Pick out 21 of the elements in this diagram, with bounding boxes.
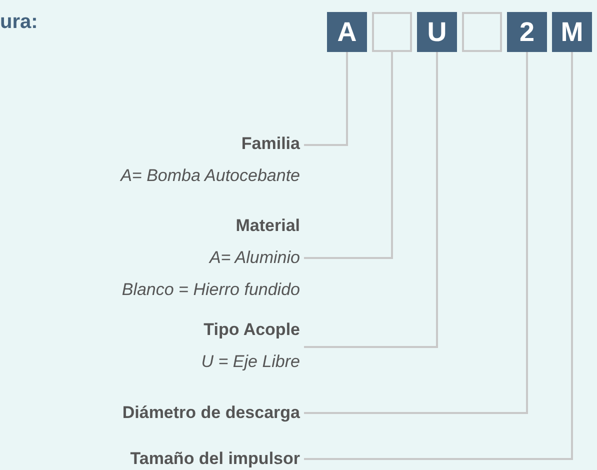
code-meaning: A= Bomba Autocebante — [120, 165, 300, 187]
leader-line — [304, 52, 528, 414]
code-letter-box: 2 — [507, 12, 547, 52]
leader-line — [304, 52, 393, 259]
code-letter-box: A — [327, 12, 367, 52]
heading: ura: — [0, 10, 38, 34]
leader-line — [304, 52, 348, 146]
leader-line — [304, 52, 438, 348]
code-meaning: U = Eje Libre — [201, 351, 300, 373]
leader-line — [304, 52, 573, 460]
blank-code-box — [462, 12, 502, 52]
field-name: Material — [234, 215, 300, 237]
code-letter-box: M — [552, 12, 592, 52]
field-name: Familia — [240, 133, 300, 155]
field-name: Diámetro de descarga — [122, 402, 300, 424]
blank-code-box — [372, 12, 412, 52]
field-name: Tamaño del impulsor — [130, 448, 300, 470]
code-meaning: Blanco = Hierro fundido — [122, 279, 300, 301]
code-meaning: A= Aluminio — [208, 247, 300, 269]
field-name: Tipo Acople — [202, 319, 300, 341]
code-letter-box: U — [417, 12, 457, 52]
